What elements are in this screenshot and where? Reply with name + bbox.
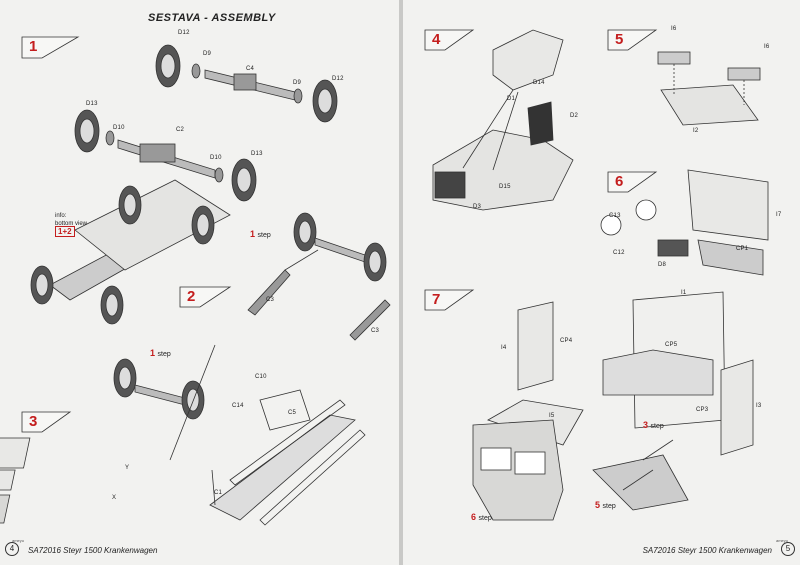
part-label: C12: [613, 250, 625, 256]
part-label: D12: [332, 76, 344, 82]
left-assembly-drawing: [0, 36, 391, 526]
part-label: D9: [203, 51, 212, 57]
page-number: 5: [781, 542, 795, 556]
page-title: SESTAVA - ASSEMBLY: [148, 12, 276, 24]
part-label: CP5: [665, 342, 678, 348]
info-view: bottom view: [55, 221, 88, 227]
part-label: D15: [499, 184, 511, 190]
step-ref-num: 3: [643, 420, 649, 430]
part-label: C1: [214, 490, 223, 496]
step-number: 7: [432, 291, 441, 308]
part-label: CP4: [560, 338, 573, 344]
part-label: D1: [507, 96, 516, 102]
part-label: Y: [125, 465, 130, 471]
part-label: X: [112, 495, 117, 501]
step-number: 6: [615, 173, 624, 190]
part-label: D14: [533, 80, 545, 86]
part-label: C5: [288, 410, 297, 416]
part-label: D3: [473, 204, 482, 210]
step-ref: 1 step: [150, 348, 171, 358]
right-assembly-drawing: [424, 29, 769, 521]
info-note: info: bottom view 1+2: [55, 212, 87, 237]
step-ref-word: step: [257, 232, 271, 239]
info-step-ref: 1+2: [55, 226, 75, 237]
part-label: D13: [86, 101, 98, 107]
part-label: CP1: [736, 246, 749, 252]
step-ref: 3 step: [643, 420, 664, 430]
part-label: D9: [293, 80, 302, 86]
part-label: D8: [658, 262, 667, 268]
footer-title: SA72016 Steyr 1500 Krankenwagen: [642, 546, 772, 555]
part-label: CP3: [696, 407, 709, 413]
left-page: SESTAVA - ASSEMBLY 1 2 3 info: bottom vi…: [0, 0, 399, 565]
step-ref-word: step: [478, 515, 492, 522]
part-label: D10: [210, 155, 222, 161]
part-label: I6: [671, 26, 677, 32]
step-ref-word: step: [650, 423, 664, 430]
part-label: D13: [251, 151, 263, 157]
step-ref: 1 step: [250, 229, 271, 239]
part-label: I3: [756, 403, 762, 409]
part-label: D12: [178, 30, 190, 36]
step-ref: 5 step: [595, 500, 616, 510]
footer-title: SA72016 Steyr 1500 Krankenwagen: [28, 546, 158, 555]
part-label: I6: [764, 44, 770, 50]
step-ref: 6 step: [471, 512, 492, 522]
part-label: I4: [501, 345, 507, 351]
part-label: C14: [232, 403, 244, 409]
step-ref-word: step: [602, 503, 616, 510]
step-number: 1: [29, 38, 38, 55]
part-label: C3: [371, 328, 380, 334]
part-label: C2: [176, 127, 185, 133]
step-number: 2: [187, 288, 196, 305]
part-label: C3: [266, 297, 275, 303]
part-label: I7: [776, 212, 782, 218]
part-label: I1: [681, 290, 687, 296]
part-label: C10: [255, 374, 267, 380]
step-ref-num: 1: [150, 348, 156, 358]
step-ref-word: step: [157, 351, 171, 358]
step-number: 5: [615, 31, 624, 48]
step-number: 3: [29, 413, 38, 430]
info-label: info:: [55, 213, 67, 219]
step-ref-num: 5: [595, 500, 601, 510]
brand-mark: ameyu: [12, 538, 25, 543]
part-label: D10: [113, 125, 125, 131]
part-label: I5: [549, 413, 555, 419]
step-ref-num: 1: [250, 229, 256, 239]
step-number: 4: [432, 31, 441, 48]
brand-mark: ameyu: [775, 538, 788, 543]
part-label: D2: [570, 113, 579, 119]
part-label: I2: [693, 128, 699, 134]
book-spine: [399, 0, 403, 565]
part-label: C13: [609, 213, 621, 219]
part-label: C4: [246, 66, 255, 72]
page-number: 4: [5, 542, 19, 556]
right-page: 4 5 6 7 3 step 6 step 5 step D14 D1 D2 D…: [403, 0, 800, 565]
step-ref-num: 6: [471, 512, 477, 522]
